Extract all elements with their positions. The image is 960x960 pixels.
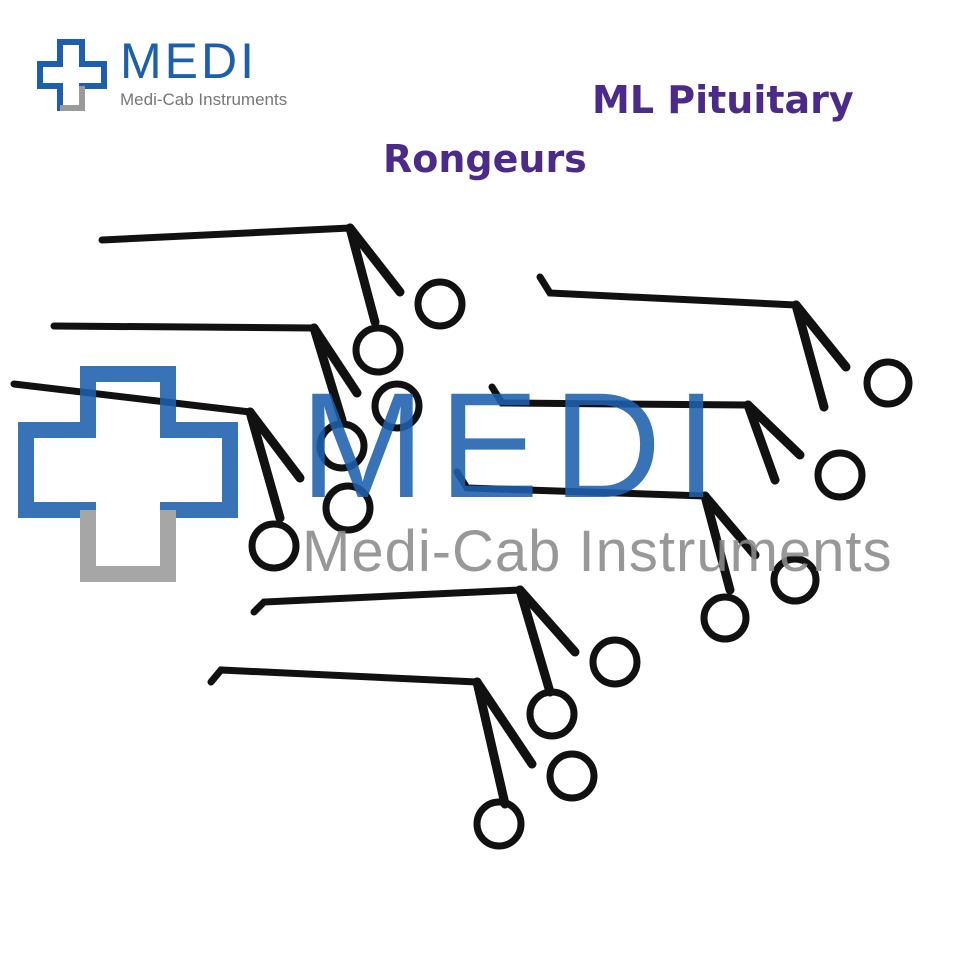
pituitary-rongeur-5 <box>488 383 866 501</box>
pituitary-rongeur-8 <box>207 666 598 850</box>
page-title-line-1: ML Pituitary <box>592 78 854 122</box>
brand-tagline: Medi-Cab Instruments <box>120 90 288 109</box>
pituitary-rongeur-4 <box>536 273 913 412</box>
medical-cross-icon <box>37 39 107 111</box>
pituitary-rongeur-1 <box>98 223 466 376</box>
page-title-line-2: Rongeurs <box>383 137 587 181</box>
pituitary-rongeur-2 <box>50 322 423 472</box>
brand-logo: MEDI Medi-Cab Instruments <box>36 33 306 118</box>
pituitary-rongeur-7 <box>250 585 641 740</box>
brand-name: MEDI <box>120 33 257 89</box>
pituitary-rongeur-6 <box>453 468 820 643</box>
pituitary-rongeur-3 <box>10 380 374 572</box>
